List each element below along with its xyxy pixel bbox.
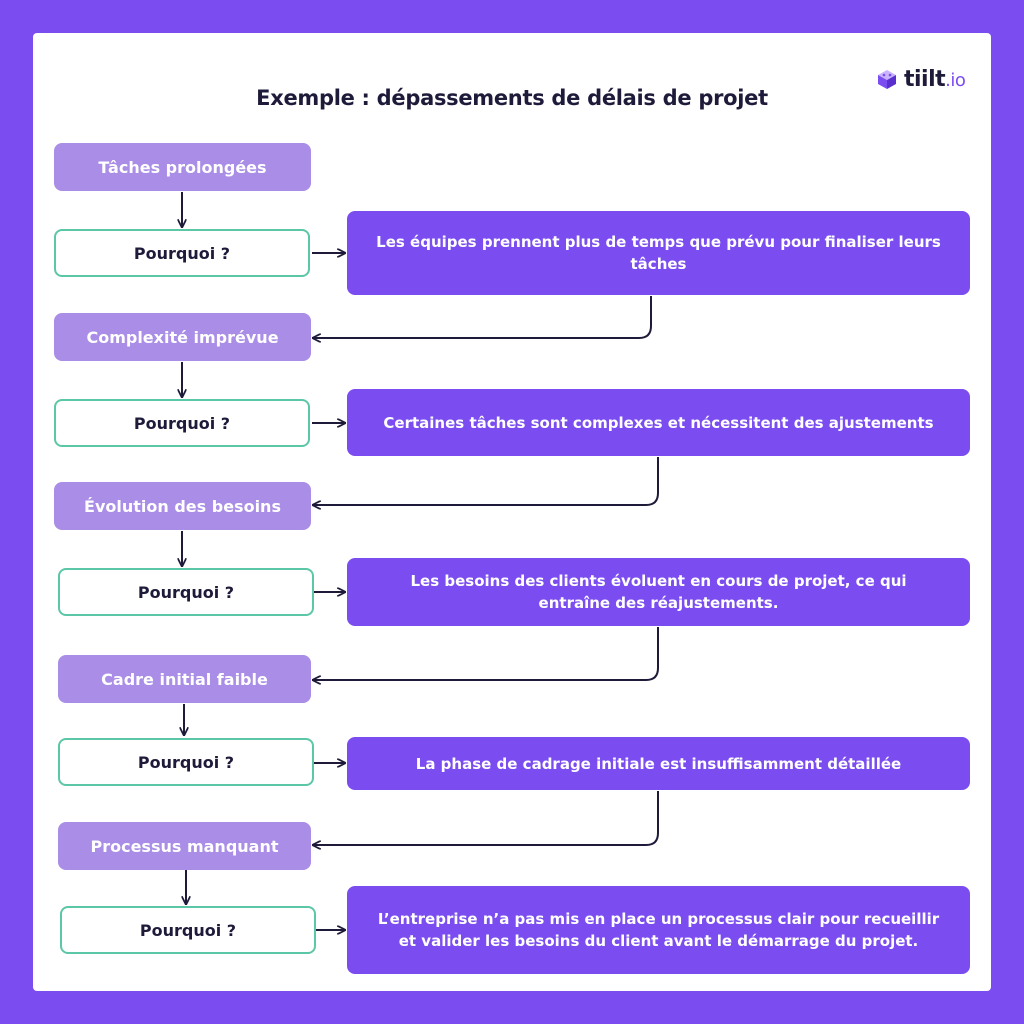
return-connector-2 [314, 457, 659, 505]
cause-box-5: Processus manquant [58, 822, 311, 870]
return-connector-1 [314, 296, 652, 338]
cause-box-3: Évolution des besoins [54, 482, 311, 530]
cause-box-4: Cadre initial faible [58, 655, 311, 703]
answer-box-1: Les équipes prennent plus de temps que p… [347, 211, 970, 295]
return-connector-4 [314, 791, 659, 845]
page-title: Exemple : dépassements de délais de proj… [256, 86, 768, 110]
why-box-2: Pourquoi ? [54, 399, 310, 447]
answer-box-3: Les besoins des clients évoluent en cour… [347, 558, 970, 626]
tiilt-logo: tiilt.io [876, 64, 966, 94]
cause-box-2: Complexité imprévue [54, 313, 311, 361]
why-box-5: Pourquoi ? [60, 906, 316, 954]
cube-logo-icon [878, 70, 896, 89]
answer-box-2: Certaines tâches sont complexes et néces… [347, 389, 970, 456]
return-connector-3 [314, 627, 659, 680]
answer-box-4: La phase de cadrage initiale est insuffi… [347, 737, 970, 790]
why-box-3: Pourquoi ? [58, 568, 314, 616]
cause-box-1: Tâches prolongées [54, 143, 311, 191]
answer-box-5: L’entreprise n’a pas mis en place un pro… [347, 886, 970, 974]
why-box-1: Pourquoi ? [54, 229, 310, 277]
logo-text: tiilt.io [904, 66, 966, 92]
why-box-4: Pourquoi ? [58, 738, 314, 786]
